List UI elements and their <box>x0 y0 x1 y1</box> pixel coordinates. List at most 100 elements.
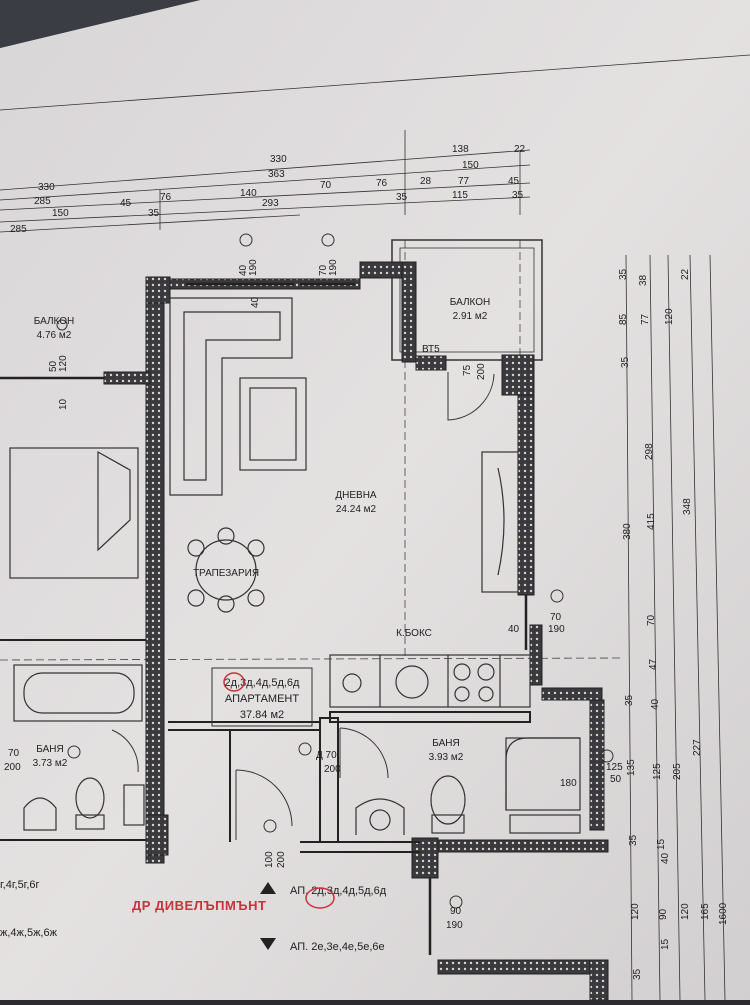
dim-140: 140 <box>240 188 257 199</box>
dim-r-15-2: 15 <box>660 938 671 950</box>
dim-28: 28 <box>420 176 432 187</box>
dim-r-120-1: 120 <box>630 903 641 920</box>
opening-labels: 40 190 40 70 190 ВТ5 75 200 70 190 40 70… <box>4 259 623 931</box>
balcony-left-area: 4.76 м2 <box>37 330 72 341</box>
apartment-units: 2д,3д,4д,5д,6д <box>225 677 300 689</box>
bottom-win-width: 90 <box>450 906 462 917</box>
kitchen-win-width: 70 <box>550 612 562 623</box>
dim-330-top: 330 <box>270 154 287 165</box>
bath-right-door-height: 200 <box>324 764 341 775</box>
dim-150-top: 150 <box>462 160 479 171</box>
dim-r-35-2: 35 <box>620 356 631 368</box>
balcony-right-area: 2.91 м2 <box>453 311 488 322</box>
dim-r-165: 165 <box>700 903 711 920</box>
dim-r-298: 298 <box>644 443 655 460</box>
dim-r-40-2: 40 <box>660 852 671 864</box>
shower-size: 180 <box>560 778 577 789</box>
win1-width: 40 <box>238 264 249 276</box>
dim-45-left: 45 <box>120 198 132 209</box>
dim-r-22: 22 <box>680 268 691 280</box>
dim-35-mid: 35 <box>396 192 408 203</box>
apartment-label-box <box>211 667 313 727</box>
dim-115: 115 <box>452 190 468 201</box>
living-room-name: ДНЕВНА <box>335 490 377 501</box>
developer-stamp: ДР ДИВЕЛЪПМЪНТ <box>132 898 266 913</box>
dim-r-135: 135 <box>626 759 637 776</box>
stamp-circle-mark <box>305 887 335 909</box>
arrow-up-icon <box>260 882 276 894</box>
dim-r-35-4: 35 <box>628 834 639 846</box>
dim-r-348: 348 <box>682 498 693 515</box>
kitchen-counter <box>329 654 531 708</box>
left-apartment-fixtures <box>9 447 145 831</box>
dim-330-left: 330 <box>38 182 55 193</box>
arrow-down-icon <box>260 938 276 950</box>
dining-set <box>187 527 265 613</box>
dim-22-top: 22 <box>514 144 526 155</box>
dim-r-1600: 1600 <box>718 902 729 925</box>
bt5-label: ВТ5 <box>422 344 440 355</box>
dim-70: 70 <box>320 180 332 191</box>
bottom-win-height: 190 <box>446 920 463 931</box>
dim-138: 138 <box>452 144 469 155</box>
balcony-door-height: 200 <box>476 363 487 380</box>
apartment-label: 2д,3д,4д,5д,6д АПАРТАМЕНТ 37.84 м2 <box>225 677 300 721</box>
kitchen-win-height: 190 <box>548 624 565 635</box>
dim-35-right: 35 <box>512 190 524 201</box>
sofa <box>169 297 293 496</box>
grid-axes <box>0 240 621 661</box>
dim-r-227: 227 <box>692 739 703 756</box>
coffee-table <box>239 377 307 471</box>
dim-76-mid: 76 <box>376 178 388 189</box>
entry-door-height: 200 <box>276 851 287 868</box>
bath-win-width: 125 <box>606 762 623 773</box>
dim-363: 363 <box>268 169 285 180</box>
dim-76-left: 76 <box>160 192 172 203</box>
bath-left-area: 3.73 м2 <box>33 758 68 769</box>
bath-right-fixtures <box>355 737 581 835</box>
left-list-lower: ж,4ж,5ж,6ж <box>0 927 58 939</box>
dim-r-70: 70 <box>646 614 657 626</box>
dim-r-120-3: 120 <box>680 903 691 920</box>
dim-285-bottom: 285 <box>10 224 27 235</box>
left-list-upper: г,4г,5г,6г <box>0 879 40 891</box>
win2-width: 70 <box>318 264 329 276</box>
dim-293: 293 <box>262 198 279 209</box>
dining-name: ТРАПЕЗАРИЯ <box>193 568 259 579</box>
dim-77: 77 <box>458 176 470 187</box>
top-dimension-labels: 330 138 22 363 150 330 140 70 76 28 77 4… <box>10 144 526 235</box>
win1-height: 190 <box>248 259 259 276</box>
living-room-area: 24.24 м2 <box>336 504 377 515</box>
dim-r-77: 77 <box>640 313 651 325</box>
dim-r-120-2: 120 <box>664 308 675 325</box>
balcony-right-name: БАЛКОН <box>450 297 491 308</box>
kitchen-name: К.БОКС <box>396 628 432 639</box>
dim-r-35-3: 35 <box>624 694 635 706</box>
opening-markers <box>56 233 614 909</box>
room-labels: БАЛКОН 4.76 м2 БАЛКОН 2.91 м2 ДНЕВНА 24.… <box>33 297 491 769</box>
right-dimension-labels: 35 85 35 380 35 135 35 120 35 38 77 298 … <box>618 268 729 980</box>
apartment-list-upper: АП. 2д,3д,4д,5д,6д <box>290 885 387 897</box>
red-circle-mark <box>223 672 245 692</box>
bath-right-name: БАНЯ <box>432 738 459 749</box>
dim-r-35-5: 35 <box>632 968 643 980</box>
doors <box>111 372 495 840</box>
dim-r-35-1: 35 <box>618 268 629 280</box>
balcony-door-width: 75 <box>462 364 473 376</box>
bath-left-name: БАНЯ <box>36 744 63 755</box>
interior-walls <box>0 639 531 853</box>
left-win-height: 120 <box>58 355 69 372</box>
bath-right-door-width: Д 70 <box>316 750 337 761</box>
dim-r-85: 85 <box>618 313 629 325</box>
entry-door-width: 100 <box>264 851 275 868</box>
apartment-title: АПАРТАМЕНТ <box>225 693 299 705</box>
dim-r-415: 415 <box>646 513 657 530</box>
dim-r-205: 205 <box>672 763 683 780</box>
right-dimension-lines <box>625 254 726 1001</box>
dim-r-38: 38 <box>638 274 649 286</box>
dim-150-left: 150 <box>52 208 69 219</box>
dim-r-47: 47 <box>648 658 659 670</box>
